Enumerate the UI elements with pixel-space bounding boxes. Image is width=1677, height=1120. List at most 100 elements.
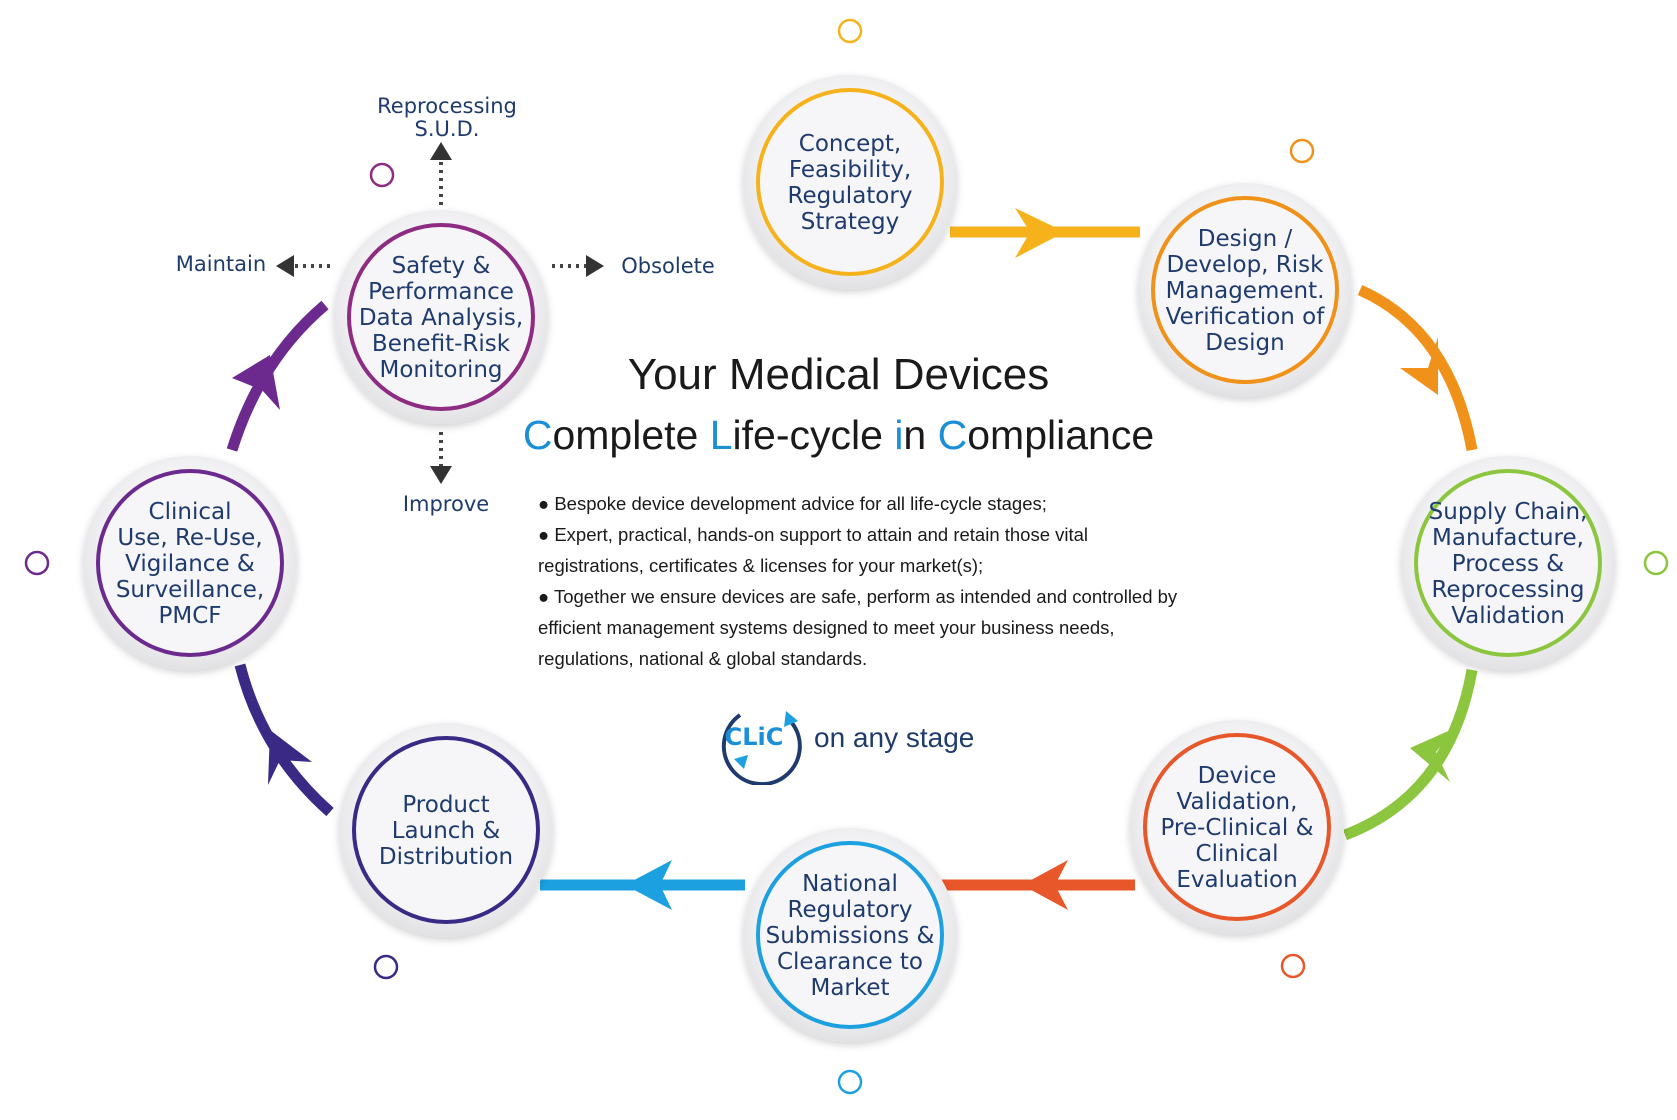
- stage-label-line: Regulatory: [788, 897, 913, 923]
- clic-ring-arrow-icon: [784, 711, 798, 727]
- link-supply-validation: [1343, 669, 1478, 841]
- dot-clinical: [24, 550, 50, 576]
- branch-label-obsolete: Obsolete: [621, 254, 715, 278]
- subtitle-cap-3: i: [894, 412, 904, 458]
- arrow-concept-design: [1015, 208, 1065, 258]
- stage-label-line: Design /: [1198, 226, 1293, 252]
- dot-validation: [1280, 953, 1306, 979]
- link-design-supply: [1357, 284, 1478, 451]
- arrow-supply-validation: [1410, 728, 1455, 782]
- stage-ring: [352, 736, 540, 924]
- branch-label-maintain: Maintain: [176, 252, 266, 276]
- connector-dots: [24, 18, 1669, 1095]
- diagram-title: Your Medical Devices: [627, 350, 1050, 399]
- dot-supply: [1643, 550, 1669, 576]
- stage-label-line: Surveillance,: [116, 577, 264, 603]
- stage-label-line: Performance: [368, 279, 514, 305]
- subtitle-rest-2: ife-cycle: [732, 412, 895, 458]
- stage-label-line: Validation: [1451, 603, 1565, 629]
- arrow-design-supply: [1400, 337, 1438, 395]
- arrow-launch-clinical: [268, 730, 312, 785]
- branch-arrowhead-right: [586, 255, 604, 277]
- stage-label-line: Process &: [1452, 551, 1565, 577]
- subtitle-cap-2: L: [709, 412, 733, 458]
- stage-ring: [347, 223, 535, 411]
- subtitle-rest-1: omplete: [552, 412, 710, 458]
- stage-node-supply: Supply Chain,Manufacture,Process &Reproc…: [1401, 456, 1615, 670]
- clic-logo-text: CLiC: [725, 723, 784, 751]
- stage-label-line: Safety &: [392, 253, 491, 279]
- cycle-links: [226, 208, 1478, 910]
- stage-label-line: Benefit-Risk: [372, 331, 511, 357]
- stage-label-line: Distribution: [379, 844, 513, 870]
- stage-label-line: Clinical: [1196, 841, 1279, 867]
- stage-label-line: PMCF: [158, 603, 221, 629]
- branch-label-improve: Improve: [403, 492, 489, 516]
- subtitle-cap-4: C: [937, 412, 968, 458]
- stage-label-line: Market: [810, 975, 889, 1001]
- bullet-item: ● Together we ensure devices are safe, p…: [538, 586, 1178, 669]
- stage-label-line: Pre-Clinical &: [1160, 815, 1313, 841]
- stage-label-line: Vigilance &: [125, 551, 255, 577]
- stage-label-line: Submissions &: [766, 923, 935, 949]
- stage-label-line: Concept,: [799, 131, 901, 157]
- stage-label-line: Monitoring: [380, 357, 503, 383]
- stage-label-line: Evaluation: [1176, 867, 1297, 893]
- stage-ring: [1151, 196, 1339, 384]
- stage-label-line: Validation,: [1177, 789, 1298, 815]
- stage-ring: [1414, 469, 1602, 657]
- dot-concept: [837, 18, 863, 44]
- dot-safety: [369, 162, 395, 188]
- stage-label-line: Use, Re-Use,: [117, 525, 262, 551]
- arrow-clinical-safety: [232, 355, 280, 410]
- arrow-national-launch: [625, 860, 672, 910]
- stage-label-line: National: [802, 871, 898, 897]
- subtitle-rest-4: ompliance: [967, 412, 1155, 458]
- branch-arrowhead-bottom: [430, 466, 452, 484]
- clic-ring-icon: [721, 713, 802, 785]
- clic-ring-arrow2-icon: [734, 755, 748, 769]
- stage-label-line: Clinical: [149, 499, 232, 525]
- stage-label-line: Regulatory: [788, 183, 913, 209]
- bullet-item: ● Expert, practical, hands-on support to…: [538, 524, 1089, 576]
- stage-label-line: Management.: [1166, 278, 1325, 304]
- branch-label-line: S.U.D.: [415, 117, 480, 141]
- stage-ring: [1143, 733, 1331, 921]
- stage-label-line: Develop, Risk: [1167, 252, 1325, 278]
- stage-ring: [756, 841, 944, 1029]
- branch-arrows: [276, 142, 604, 484]
- subtitle-rest-3: n: [903, 412, 938, 458]
- stage-label-line: Manufacture,: [1432, 525, 1584, 551]
- stage-label-line: Verification of: [1166, 304, 1326, 330]
- stage-label-line: Launch &: [392, 818, 501, 844]
- stage-nodes: Concept,Feasibility,RegulatoryStrategyDe…: [83, 75, 1615, 1042]
- bullet-item: ● Bespoke device development advice for …: [538, 493, 1047, 514]
- clic-tagline: on any stage: [814, 722, 975, 753]
- branch-arrowhead-left: [276, 255, 294, 277]
- stage-label-line: Device: [1198, 763, 1277, 789]
- link-launch-clinical: [234, 663, 334, 817]
- dot-launch: [373, 954, 399, 980]
- branch-arrowhead-top: [430, 142, 452, 160]
- stage-label-line: Data Analysis,: [359, 305, 523, 331]
- arrow-validation-national: [1022, 860, 1068, 910]
- diagram-subtitle: Complete Life-cycle in Compliance: [0, 412, 1677, 459]
- bullet-list: ● Bespoke device development advice for …: [538, 488, 1178, 674]
- stage-label-line: Product: [402, 792, 489, 818]
- stage-node-design: Design /Develop, RiskManagement.Verifica…: [1138, 183, 1352, 397]
- stage-label-line: Feasibility,: [789, 157, 911, 183]
- stage-label-line: Clearance to: [777, 949, 923, 975]
- dot-design: [1289, 138, 1315, 164]
- stage-label-line: Strategy: [801, 209, 900, 235]
- branch-label-line: Reprocessing: [377, 94, 517, 118]
